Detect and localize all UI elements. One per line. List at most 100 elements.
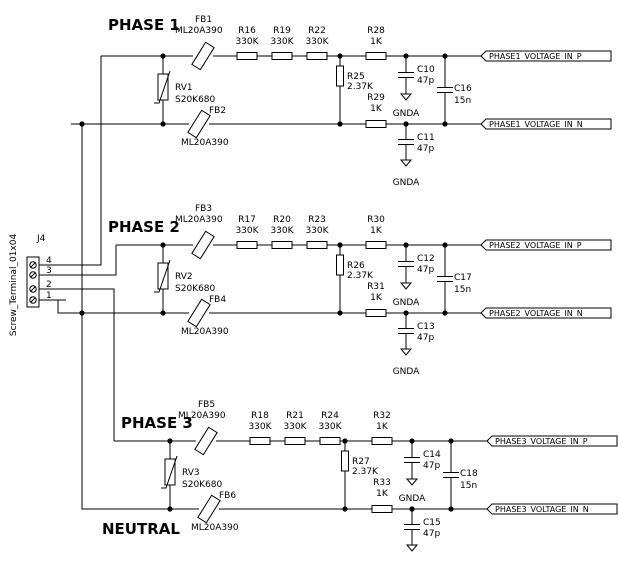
series-resistor: [284, 437, 306, 445]
bus-phase1: [66, 56, 102, 266]
filter-resistor-top: [365, 241, 387, 249]
ferrite-value: ML20A390: [181, 138, 229, 148]
ferrite-bead-bottom: [197, 494, 221, 524]
resistor-value: 330K: [248, 422, 272, 432]
resistor-ref: R25: [347, 72, 365, 82]
varistor-value: S20K680: [175, 95, 216, 105]
resistor-value: 1K: [370, 226, 383, 236]
capacitor-ref: C17: [454, 273, 472, 283]
net-label-p-flag: [486, 435, 618, 447]
resistor-ref: R31: [367, 282, 385, 292]
varistor-ref: RV1: [175, 83, 193, 93]
resistor-value: 330K: [283, 422, 307, 432]
filter-resistor-bottom: [365, 309, 387, 317]
net-label-n: PHASE3_VOLTAGE_IN_N: [495, 505, 589, 514]
divider-resistor: [336, 254, 344, 276]
ferrite-bead-top: [194, 426, 218, 456]
net-label-p-flag: [480, 239, 612, 251]
net-label-p-flag: [480, 50, 612, 62]
phase-title: PHASE 1: [108, 16, 180, 34]
capacitor-ref: C14: [423, 450, 441, 460]
ferrite-ref: FB4: [209, 295, 226, 305]
series-resistor: [306, 52, 328, 60]
varistor: [161, 455, 178, 489]
filter-resistor-top: [365, 52, 387, 60]
varistor-slash: [161, 455, 178, 489]
resistor-value: 330K: [270, 226, 294, 236]
capacitor-ref: C16: [454, 84, 472, 94]
filter-resistor-bottom: [365, 120, 387, 128]
ferrite-value: ML20A390: [175, 26, 223, 36]
ground-symbol: [399, 159, 413, 167]
capacitor-value: 47p: [423, 529, 440, 539]
phase-title: PHASE 3: [121, 414, 193, 432]
ferrite-bead-bottom-body: [187, 298, 211, 328]
bus-phase2: [66, 245, 117, 276]
terminal-screw-slot: [30, 297, 36, 303]
resistor-ref: R32: [373, 411, 391, 421]
ferrite-ref: FB2: [209, 106, 226, 116]
varistor-ref: RV3: [182, 468, 200, 478]
pin-number: 4: [46, 256, 52, 266]
capacitor-ref: C10: [417, 65, 435, 75]
filter-resistor-top: [371, 437, 393, 445]
terminal-screw-slot: [30, 286, 36, 292]
resistor-value: 2.37K: [347, 271, 374, 281]
resistor-ref: R33: [373, 478, 391, 488]
varistor-value: S20K680: [175, 284, 216, 294]
varistor-slash: [154, 70, 171, 104]
resistor-value: 330K: [235, 37, 259, 47]
capacitor-value: 47p: [423, 461, 440, 471]
bus-neutral-link: [57, 299, 82, 314]
connector-j4-body: [26, 256, 40, 308]
ground-label: GNDA: [393, 367, 420, 377]
capacitor-ref: C13: [417, 322, 435, 332]
resistor-ref: R30: [367, 215, 385, 225]
capacitor-ref: C11: [417, 133, 435, 143]
ferrite-bead-top-body: [191, 230, 215, 260]
resistor-ref: R19: [273, 26, 291, 36]
net-label-p: PHASE2_VOLTAGE_IN_P: [489, 241, 582, 250]
divider-resistor: [336, 65, 344, 87]
ferrite-value: ML20A390: [191, 523, 239, 533]
divider-resistor: [341, 450, 349, 472]
ferrite-bead-top: [191, 230, 215, 260]
capacitor-value: 15n: [454, 285, 471, 295]
bus-phase3: [66, 288, 115, 441]
neutral-bus: [81, 124, 112, 510]
resistor-value: 1K: [376, 422, 389, 432]
series-resistor: [271, 241, 293, 249]
terminal-screw-slot: [30, 262, 36, 268]
ground-symbol: [399, 348, 413, 356]
ferrite-bead-top-body: [191, 41, 215, 71]
connector-ref: J4: [36, 234, 46, 244]
net-label-n-flag: [486, 503, 618, 515]
net-label-n: PHASE2_VOLTAGE_IN_N: [489, 309, 583, 318]
neutral-label: NEUTRAL: [102, 520, 180, 538]
resistor-ref: R28: [367, 26, 385, 36]
ferrite-ref: FB6: [219, 491, 236, 501]
series-resistor: [249, 437, 271, 445]
capacitor-value: 15n: [460, 481, 477, 491]
pin-number: 2: [46, 280, 52, 290]
resistor-value: 330K: [318, 422, 342, 432]
resistor-ref: R20: [273, 215, 291, 225]
capacitor-value: 47p: [417, 265, 434, 275]
capacitor-value: 15n: [454, 96, 471, 106]
ferrite-value: ML20A390: [175, 215, 223, 225]
resistor-value: 330K: [305, 226, 329, 236]
resistor-ref: R21: [286, 411, 304, 421]
resistor-ref: R24: [321, 411, 339, 421]
resistor-value: 2.37K: [347, 82, 374, 92]
connector-name: Screw_Terminal_01x04: [9, 234, 19, 337]
capacitor-value: 47p: [417, 333, 434, 343]
resistor-ref: R22: [308, 26, 326, 36]
resistor-value: 2.37K: [352, 467, 379, 477]
varistor-body: [157, 262, 169, 290]
net-label-n-flag: [480, 118, 612, 130]
terminal-screw-slot: [30, 272, 36, 278]
ferrite-bead-bottom: [187, 298, 211, 328]
ground-symbol: [405, 478, 419, 486]
ferrite-bead-top: [191, 41, 215, 71]
